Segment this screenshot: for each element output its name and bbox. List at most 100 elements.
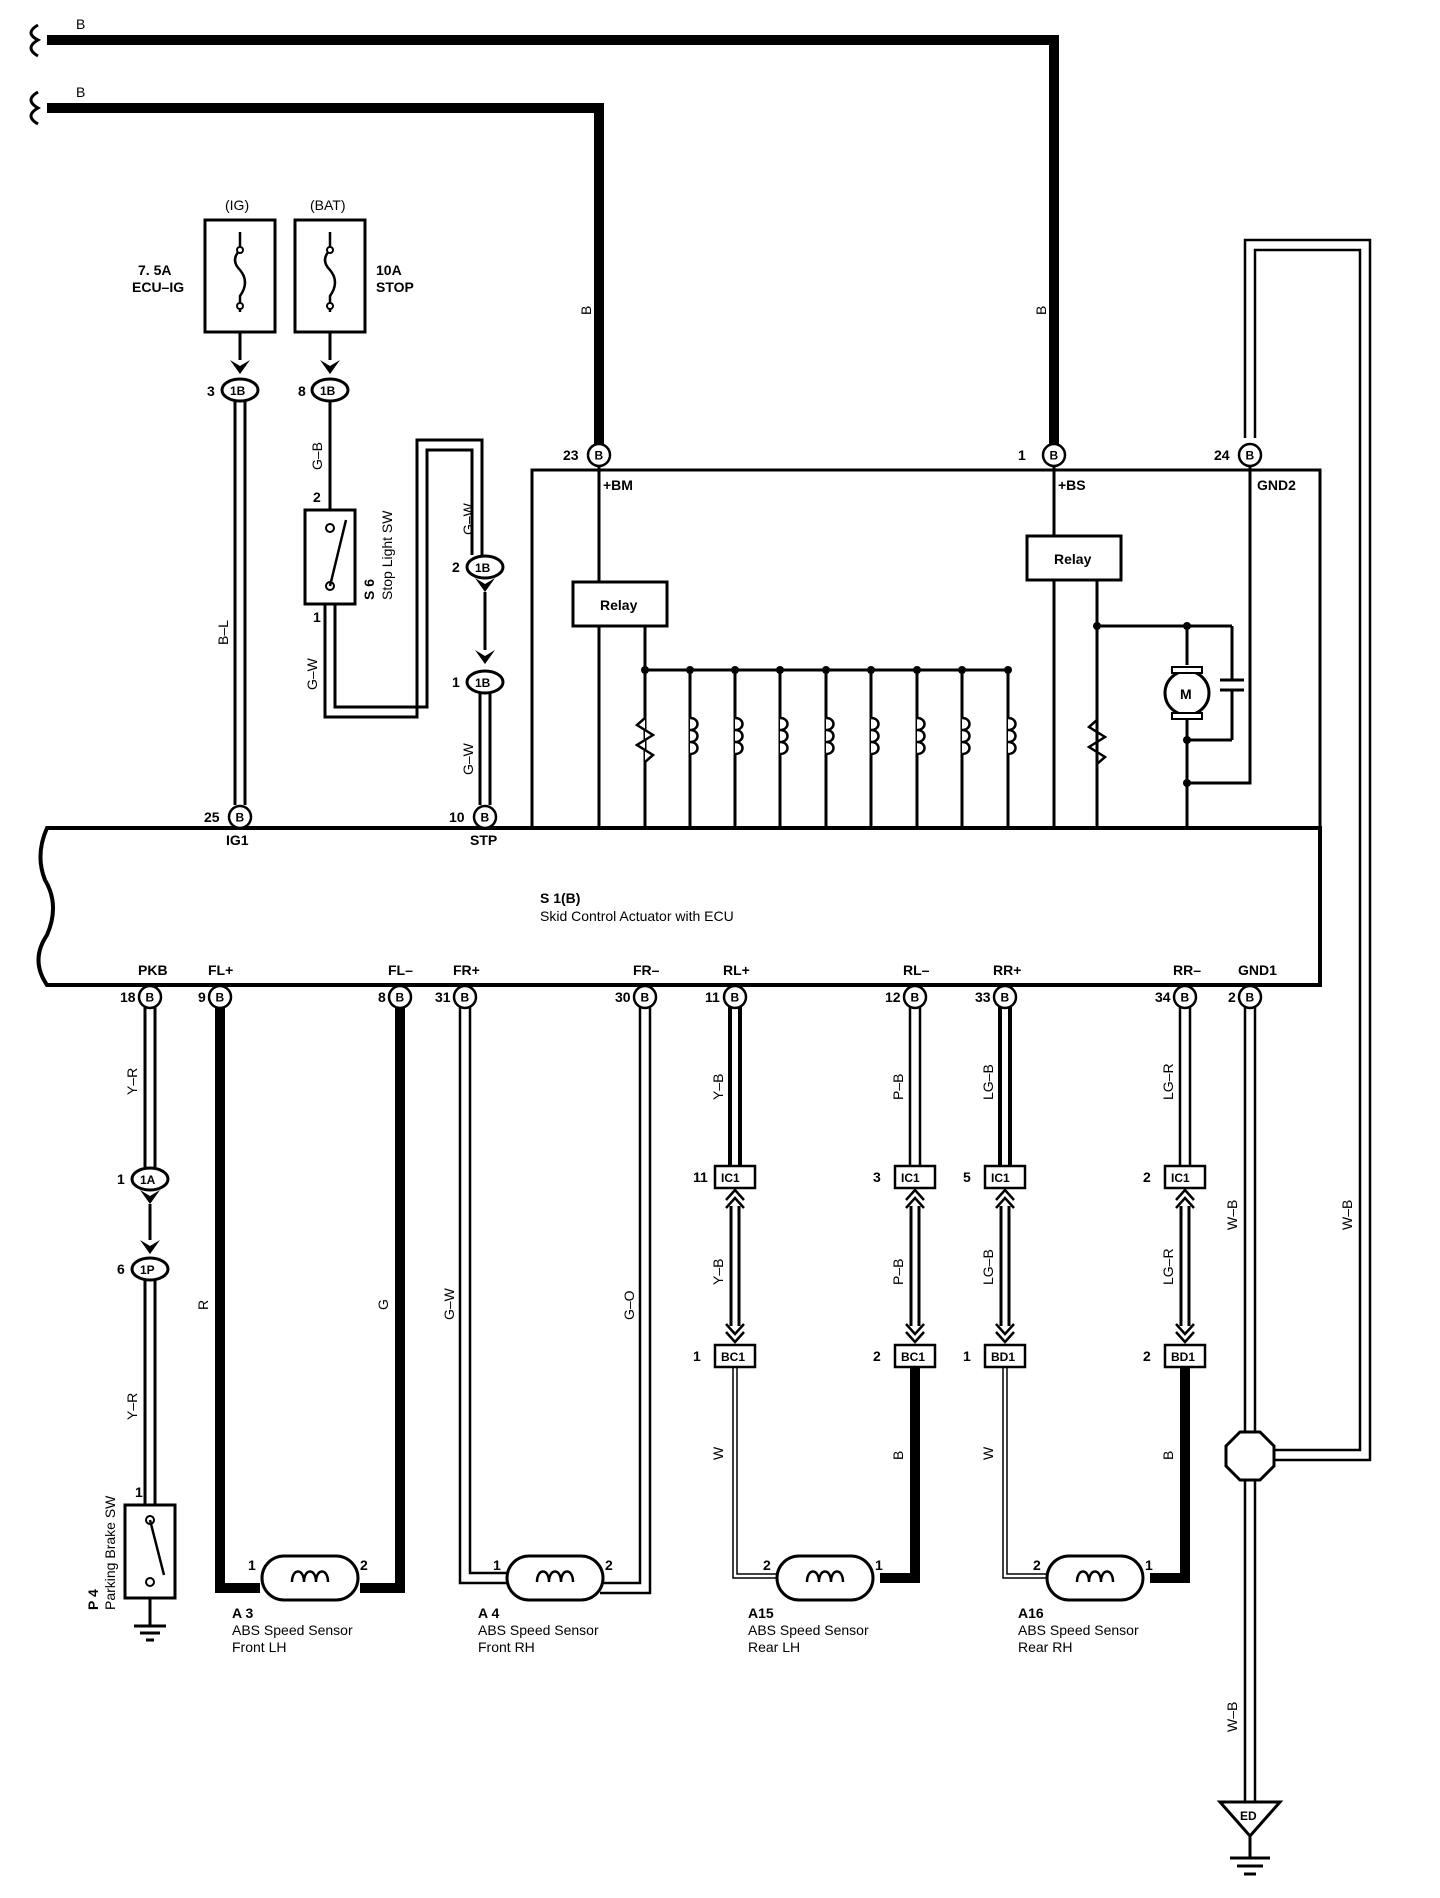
- wire-label: LG–B: [980, 1064, 996, 1100]
- wire-w-b-gnd2: W–B: [1243, 238, 1372, 1462]
- sensor-pin-left: 2: [763, 1557, 771, 1573]
- pin-b-label: B: [1246, 991, 1255, 1005]
- wire-fl: R G: [195, 1007, 405, 1593]
- connector-pin-number: 3: [873, 1169, 881, 1185]
- wire-y-r-label: Y–R: [124, 1393, 140, 1420]
- wire-w-label: W: [980, 1446, 996, 1460]
- bottom-pin-30: B: [632, 984, 658, 1010]
- wire-g-b: G–B 2: [309, 401, 332, 510]
- ecu-id: S 1(B): [540, 890, 580, 906]
- sensor-coil-icon: [290, 1570, 330, 1583]
- pin-b-label: B: [461, 991, 470, 1005]
- bottom-pin-number: 34: [1155, 989, 1171, 1005]
- wire-b-bm-label: B: [578, 306, 594, 315]
- bottom-terminal-name: GND1: [1238, 962, 1277, 978]
- wire-b-l: B–L: [215, 401, 247, 805]
- bottom-terminal-name: RR–: [1173, 962, 1201, 978]
- fuse-bat-rating: 10A: [376, 262, 402, 278]
- fuse-ig-name: ECU–IG: [132, 279, 184, 295]
- sensor-pin-left: 1: [493, 1557, 501, 1573]
- wire-w-b-label: W–B: [1224, 1200, 1240, 1230]
- pin-b-label: B: [911, 991, 920, 1005]
- pin-2: 2: [452, 559, 460, 575]
- top-pin-24: B: [1237, 442, 1263, 468]
- top-pin-23: B: [586, 442, 612, 468]
- sensor-name: ABS Speed Sensor: [478, 1622, 599, 1638]
- pin-b-label: B: [146, 991, 155, 1005]
- sensor-id: A 4: [478, 1605, 499, 1621]
- top-pin-10: B: [472, 804, 498, 830]
- connector-pin-number: 11: [693, 1169, 708, 1185]
- ecu-body: S 1(B) Skid Control Actuator with ECU IG…: [36, 826, 1322, 987]
- fuse-stop: (BAT) 10A STOP: [293, 197, 414, 360]
- sensor-name: ABS Speed Sensor: [1018, 1622, 1139, 1638]
- solenoid-coil-symbol: [870, 716, 880, 756]
- terminal-bs-label: +BS: [1058, 477, 1086, 493]
- bottom-pin-number: 31: [435, 989, 451, 1005]
- connector-label: BC1: [721, 1350, 745, 1364]
- pin-b-label: B: [731, 991, 740, 1005]
- bottom-terminal-name: RL–: [903, 962, 930, 978]
- wire-g-w-stp: G–W G–W: [304, 438, 484, 719]
- pin-2: 2: [313, 489, 321, 505]
- bottom-pin-33: B: [992, 984, 1018, 1010]
- sensor-pin-left: 1: [248, 1557, 256, 1573]
- connector-pin-number: 1: [963, 1348, 971, 1364]
- solenoid-coil-symbol: [825, 716, 835, 756]
- wire-label: Y–B: [710, 1074, 726, 1100]
- terminal-gnd2-label: GND2: [1257, 477, 1296, 493]
- connector-bc1: BC1 1: [693, 1343, 757, 1369]
- pin-1: 1: [313, 609, 321, 625]
- wire-g-label: G: [375, 1299, 391, 1310]
- pin-3: 3: [207, 383, 215, 399]
- bottom-pin-12: B: [902, 984, 928, 1010]
- wire-label: P–B: [890, 1074, 906, 1100]
- connector-1b-label: 1B: [320, 384, 336, 398]
- solenoid-coil-symbol: [916, 716, 926, 756]
- bottom-terminal-pins: B18PKBB9FL+B8FL–B31FR+B30FR–B11RL+B12RL–…: [120, 962, 1277, 1010]
- pin-b-label: B: [641, 991, 650, 1005]
- wire-label: P–B: [890, 1259, 906, 1285]
- bottom-terminal-name: FL+: [208, 962, 233, 978]
- bottom-pin-11: B: [722, 984, 748, 1010]
- connector-label: BD1: [991, 1350, 1015, 1364]
- parking-brake-sw-name: Parking Brake SW: [102, 1495, 118, 1610]
- wire-r-label: R: [195, 1300, 211, 1310]
- bottom-pin-31: B: [452, 984, 478, 1010]
- bottom-pin-number: 11: [705, 989, 720, 1005]
- sensor-name: ABS Speed Sensor: [232, 1622, 353, 1638]
- wire-g-o-label: G–O: [621, 1290, 637, 1320]
- wire-fr: G–W G–O: [441, 1007, 652, 1595]
- pin-b-label: B: [1050, 449, 1059, 463]
- connector-pin-number: 2: [1143, 1169, 1151, 1185]
- pin-b-label: B: [216, 991, 225, 1005]
- sensor-pin-right: 2: [605, 1557, 613, 1573]
- wire-label: LG–R: [1160, 1248, 1176, 1285]
- solenoid-coil-symbol: [689, 716, 699, 756]
- bottom-pin-number: 8: [378, 989, 386, 1005]
- wire-g-w-label: G–W: [460, 502, 476, 535]
- connector-1b-bat: 8 1B: [298, 377, 350, 403]
- bottom-terminal-name: FL–: [388, 962, 413, 978]
- fuse-ig-rating: 7. 5A: [138, 262, 171, 278]
- connector-1b-ig: 3 1B: [207, 377, 260, 403]
- sensor-position: Rear RH: [1018, 1639, 1072, 1655]
- bottom-terminal-name: FR+: [453, 962, 480, 978]
- bottom-pin-number: 12: [885, 989, 901, 1005]
- sensor-position: Rear LH: [748, 1639, 800, 1655]
- bottom-terminal-name: FR–: [633, 962, 660, 978]
- top-pin-number: 1: [1018, 447, 1026, 463]
- connector-label: IC1: [901, 1171, 920, 1185]
- connector-1p-label: 1P: [140, 1263, 155, 1277]
- connector-pin-number: 1: [693, 1348, 701, 1364]
- bottom-pin-number: 33: [975, 989, 991, 1005]
